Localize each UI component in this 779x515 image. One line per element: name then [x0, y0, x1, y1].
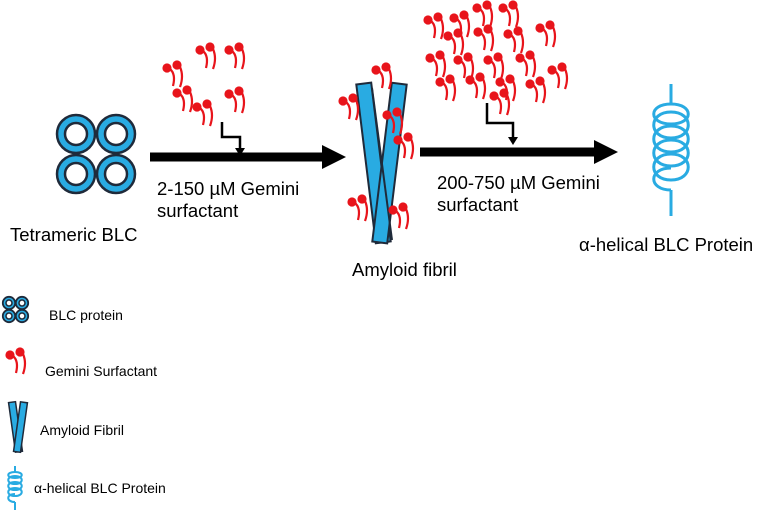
label-step2-concentration: 200-750 µM Gemini [437, 172, 600, 193]
reaction-arrow-2 [420, 103, 618, 164]
legend-label-amyloid-fibril: Amyloid Fibril [40, 422, 125, 438]
surfactant-cluster-2 [422, 0, 569, 117]
legend-helix-icon [7, 466, 23, 510]
tetrameric-blc-icon [55, 113, 137, 195]
legend-tetramer-icon [1, 295, 30, 324]
amyloid-fibril-icon [355, 81, 408, 245]
legend-label-alpha-helical: α-helical BLC Protein [34, 480, 166, 496]
surfactant-cluster-1 [161, 41, 246, 128]
label-step1-concentration: 2-150 µM Gemini [157, 178, 300, 199]
label-step2-surfactant: surfactant [437, 194, 519, 215]
label-tetrameric-blc: Tetrameric BLC [10, 224, 138, 245]
reaction-arrow-1 [150, 122, 346, 169]
label-amyloid-fibril: Amyloid fibril [352, 259, 457, 280]
legend-amyloid-fibril-icon [7, 400, 29, 454]
legend-label-blc-protein: BLC protein [49, 307, 123, 323]
alpha-helical-protein-icon [652, 84, 690, 216]
legend-label-gemini-surfactant: Gemini Surfactant [45, 363, 158, 379]
label-alpha-helical: α-helical BLC Protein [579, 234, 754, 255]
label-step1-surfactant: surfactant [157, 200, 239, 221]
legend-gemini-surfactant-icon [4, 346, 27, 376]
